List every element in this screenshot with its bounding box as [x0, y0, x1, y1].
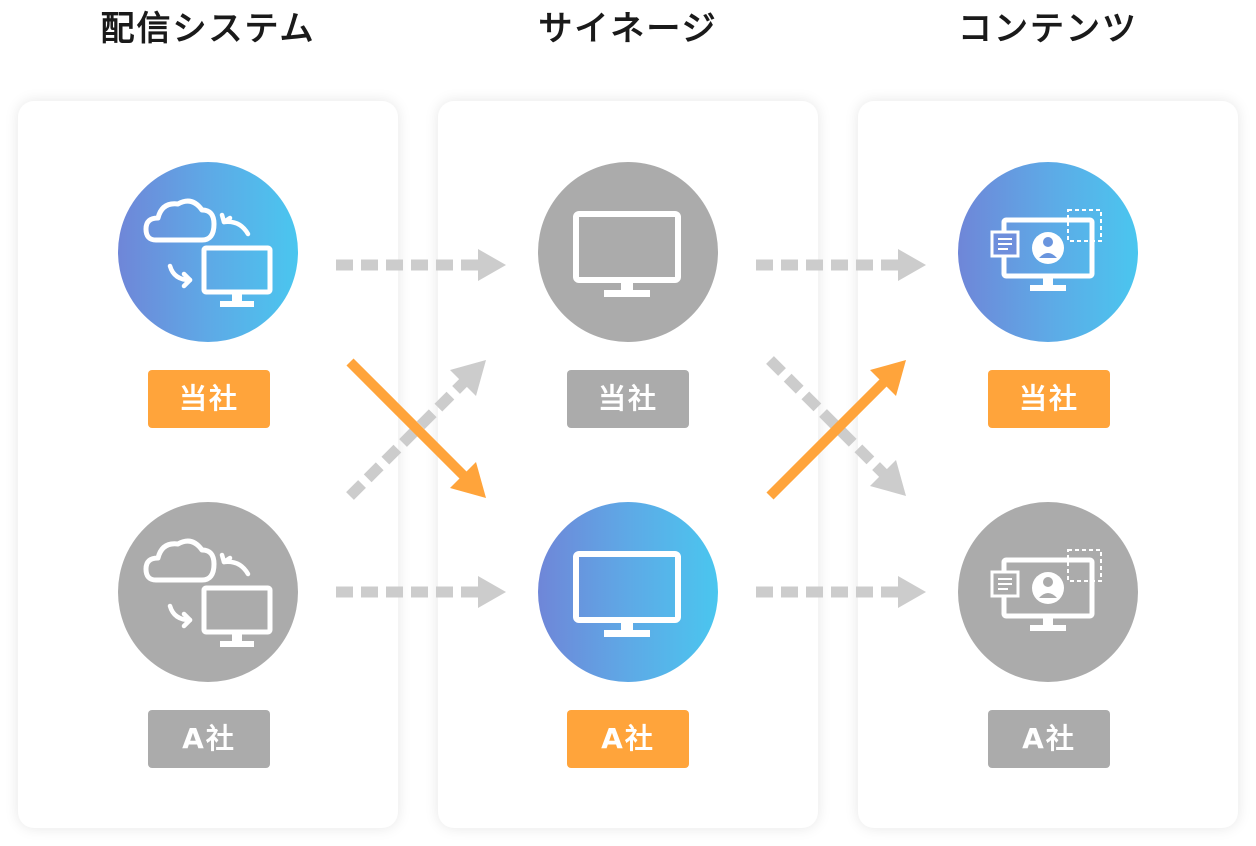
signage-company-a-node: [538, 502, 718, 682]
content-ours-node: [958, 162, 1138, 342]
tag-content-ours: 当社: [988, 370, 1110, 428]
column-title-content: コンテンツ: [958, 9, 1138, 49]
column-title-signage: サイネージ: [538, 9, 718, 49]
tag-content-company-a: A社: [988, 710, 1110, 768]
monitor-content-icon: [990, 209, 1102, 291]
content-company-a-node: [958, 502, 1138, 682]
monitor-icon: [573, 211, 681, 297]
cloud-sync-monitor-icon: [143, 198, 273, 307]
monitor-icon: [573, 551, 681, 637]
column-title-delivery-system: 配信システム: [100, 9, 316, 49]
signage-ours-node: [538, 162, 718, 342]
tag-delivery-ours: 当社: [148, 370, 270, 428]
delivery-system-company-a-node: [118, 502, 298, 682]
monitor-content-icon: [990, 549, 1102, 631]
tag-delivery-company-a: A社: [148, 710, 270, 768]
delivery-system-ours-node: [118, 162, 298, 342]
tag-signage-ours: 当社: [567, 370, 689, 428]
cloud-sync-monitor-icon: [143, 538, 273, 647]
tag-signage-company-a: A社: [567, 710, 689, 768]
